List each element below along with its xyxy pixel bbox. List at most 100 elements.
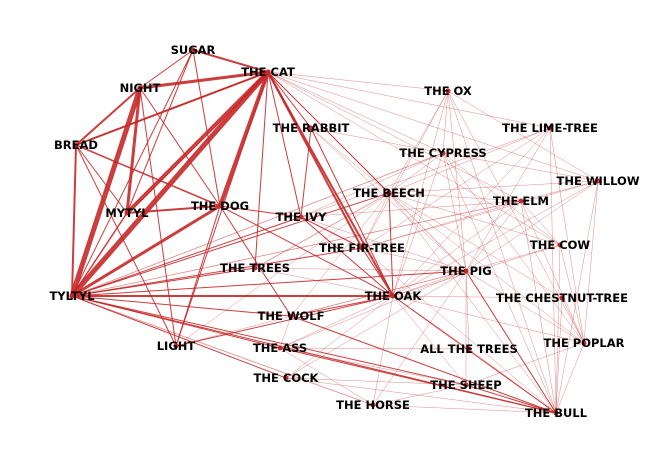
edge-the-elm-the-beech [388, 192, 522, 202]
edge-the-dog-the-wolf [219, 205, 292, 317]
edge-the-sheep-the-cock [285, 377, 467, 386]
node-label-tyltyl: TYLTYL [49, 289, 95, 303]
node-the-dog [217, 203, 223, 209]
edge-tyltyl-the-ivy [71, 216, 302, 297]
edge-the-dog-the-ivy [219, 205, 302, 218]
edge-the-rabbit-the-ivy [300, 127, 312, 218]
node-the-pig [463, 268, 469, 274]
node-the-chestnut-tree [559, 295, 565, 301]
edge-the-cypress-the-oak [392, 152, 444, 297]
edge-the-pig-the-horse [372, 270, 467, 406]
edge-the-cypress-the-bull [442, 152, 557, 414]
edge-the-oak-the-fir-tree [361, 247, 394, 297]
edge-the-chestnut-tree-the-bull [555, 297, 563, 414]
node-bread [73, 142, 79, 148]
edge-the-cow-the-poplar [559, 244, 585, 344]
node-label-the-lime-tree: THE LIME-TREE [502, 121, 598, 135]
edge-the-ox-the-willow [447, 90, 599, 182]
node-light [173, 343, 179, 349]
edge-the-cat-bread [75, 71, 269, 146]
edge-the-chestnut-tree-the-oak [392, 295, 563, 299]
edge-the-lime-tree-the-ivy [300, 127, 551, 218]
node-label-the-pig: THE PIG [440, 264, 491, 278]
node-label-the-willow: THE WILLOW [557, 174, 640, 188]
edge-bread-mytyl [75, 144, 128, 214]
node-label-the-rabbit: THE RABBIT [273, 121, 350, 135]
edge-the-ass-the-oak [279, 295, 394, 349]
node-label-the-dog: THE DOG [191, 199, 249, 213]
edge-tyltyl-the-wolf [71, 295, 292, 317]
edge-the-pig-the-beech [388, 192, 467, 272]
node-all-the-trees [466, 346, 472, 352]
node-the-lime-tree [547, 125, 553, 131]
edge-the-beech-the-trees [254, 192, 390, 269]
edge-the-dog-bread [75, 144, 221, 207]
edge-the-poplar-the-oak [392, 295, 585, 344]
edge-the-cock-the-bull [285, 377, 557, 414]
edge-the-cat-the-cypress [267, 71, 444, 154]
edge-the-cow-the-pig [465, 244, 561, 272]
edge-the-cat-the-ox [267, 71, 449, 92]
node-label-the-cock: THE COCK [254, 371, 320, 385]
edge-the-sheep-the-horse [372, 384, 467, 406]
node-the-cow [557, 242, 563, 248]
node-tyltyl [69, 293, 75, 299]
node-label-the-beech: THE BEECH [353, 186, 425, 200]
edge-tyltyl-the-dog [70, 204, 222, 298]
edge-the-rabbit-the-cypress [310, 127, 444, 154]
edge-the-willow-the-cypress [442, 152, 599, 182]
edge-all-the-trees-the-bull [468, 348, 557, 414]
edge-the-lime-tree-the-beech [388, 127, 551, 194]
edge-the-cypress-the-poplar [442, 152, 585, 344]
edge-tyltyl-the-beech [71, 192, 390, 297]
edge-the-cypress-the-ivy [300, 152, 444, 218]
edge-the-cat-the-cow [267, 71, 561, 246]
node-the-cat [265, 69, 271, 75]
edge-the-oak-the-beech [388, 192, 394, 297]
edge-the-lime-tree-the-bull [549, 127, 557, 414]
edge-bread-light [75, 144, 177, 347]
edge-the-bull-the-pig [465, 270, 557, 414]
node-the-beech [386, 190, 392, 196]
edge-the-beech-the-fir-tree [361, 192, 390, 249]
edge-the-lime-tree-the-oak [392, 127, 551, 297]
edge-sugar-the-dog [192, 49, 221, 207]
edge-mytyl-the-dog [126, 205, 221, 214]
edge-the-horse-the-oak [372, 295, 394, 406]
edge-the-lime-tree-the-poplar [549, 127, 585, 344]
edge-the-ox-the-poplar [447, 90, 585, 344]
edge-the-cat-the-ivy [267, 71, 302, 218]
edge-the-cat-the-willow [267, 71, 599, 182]
edge-the-willow-the-bull [555, 180, 599, 414]
edge-the-sheep-the-ass [279, 347, 467, 386]
edge-light-the-beech [175, 192, 390, 347]
node-label-the-fir-tree: THE FIR-TREE [319, 241, 405, 255]
node-the-bull [553, 410, 559, 416]
edge-tyltyl-the-cypress [71, 152, 444, 297]
edge-sugar-mytyl [126, 49, 194, 214]
edge-the-beech-the-rabbit [310, 127, 390, 194]
node-label-the-trees: THE TREES [220, 261, 290, 275]
edge-the-beech-the-bull [388, 192, 557, 414]
edge-the-pig-the-ass [279, 270, 467, 349]
edge-the-cow-the-beech [388, 192, 561, 246]
node-label-night: NIGHT [120, 81, 161, 95]
edge-the-oak-the-rabbit [310, 127, 394, 297]
edge-the-ox-the-oak [392, 90, 449, 297]
edge-the-elm-the-fir-tree [361, 200, 522, 249]
graph-nodes [69, 47, 601, 416]
node-the-elm [518, 198, 524, 204]
node-label-the-chestnut-tree: THE CHESTNUT-TREE [496, 291, 628, 305]
node-label-bread: BREAD [54, 138, 98, 152]
edge-the-cat-the-elm [267, 71, 522, 202]
edge-the-ivy-the-fir-tree [300, 216, 363, 249]
node-label-mytyl: MYTYL [105, 206, 149, 220]
edge-the-chestnut-tree-the-poplar [561, 297, 585, 344]
node-label-all-the-trees: ALL THE TREES [420, 342, 518, 356]
edge-the-poplar-the-bull [555, 342, 585, 414]
node-label-the-poplar: THE POPLAR [543, 336, 624, 350]
node-label-the-ivy: THE IVY [276, 210, 328, 224]
edge-the-rabbit-the-pig [310, 127, 467, 272]
edge-all-the-trees-the-ass [279, 347, 470, 350]
